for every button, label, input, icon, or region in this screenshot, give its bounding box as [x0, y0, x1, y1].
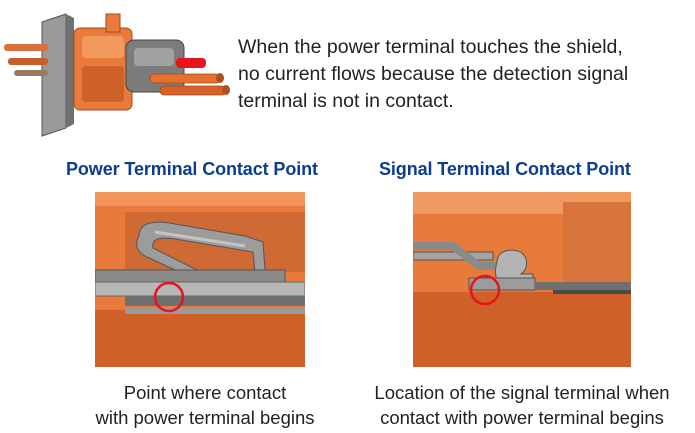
intro-line: no current flows because the detection s… — [238, 63, 629, 85]
intro-line: terminal is not in contact. — [238, 90, 454, 112]
caption-line: contact with power terminal begins — [380, 407, 664, 428]
power-terminal-heading: Power Terminal Contact Point — [66, 159, 318, 179]
signal-terminal-heading: Signal Terminal Contact Point — [379, 159, 631, 179]
signal-terminal-caption: Location of the signal terminal when con… — [352, 380, 692, 430]
signal-terminal-cutaway — [413, 192, 631, 367]
caption-line: Location of the signal terminal when — [374, 382, 670, 403]
caption-line: Point where contact — [123, 382, 287, 403]
caption-line: with power terminal begins — [95, 407, 315, 428]
power-terminal-caption: Point where contact with power terminal … — [60, 380, 350, 430]
intro-text: When the power terminal touches the shie… — [238, 34, 690, 115]
intro-line: When the power terminal touches the shie… — [238, 36, 623, 58]
power-terminal-cutaway — [95, 192, 305, 367]
connector-illustration — [0, 0, 232, 140]
